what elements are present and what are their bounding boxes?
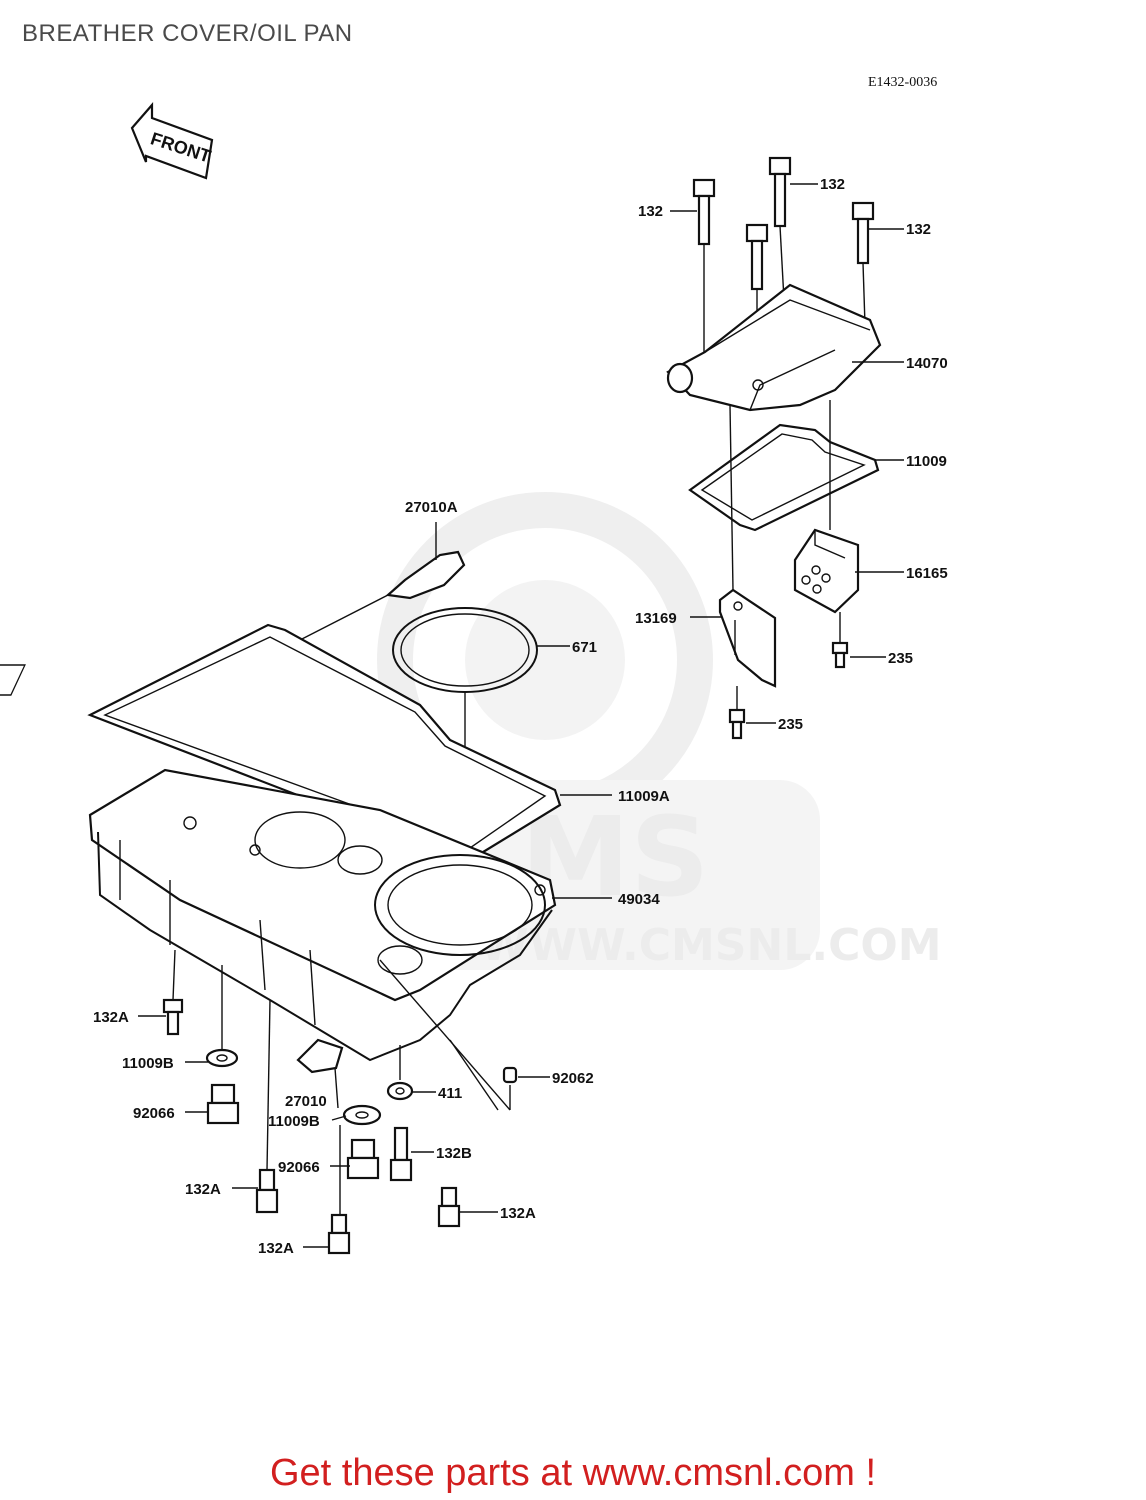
part-label-235-right: 235 bbox=[888, 650, 913, 667]
leader-lines bbox=[138, 183, 904, 1248]
part-label-92066-left: 92066 bbox=[133, 1105, 175, 1122]
diagram-code: E1432-0036 bbox=[868, 75, 938, 90]
washer-411-icon bbox=[386, 1081, 414, 1101]
part-label-235-bottom: 235 bbox=[778, 716, 803, 733]
part-label-11009: 11009 bbox=[906, 453, 947, 470]
part-label-27010: 27010 bbox=[285, 1093, 327, 1110]
switch-27010-icon bbox=[296, 1038, 344, 1109]
part-label-411: 411 bbox=[438, 1085, 462, 1102]
part-label-27010A: 27010A bbox=[405, 499, 458, 516]
part-label-49034: 49034 bbox=[618, 891, 660, 908]
part-label-132B: 132B bbox=[436, 1145, 472, 1162]
promo-link-text[interactable]: Get these parts at www.cmsnl.com ! bbox=[269, 1452, 877, 1494]
screw-235-right-icon bbox=[831, 641, 849, 669]
gasket-11009-icon bbox=[688, 423, 880, 532]
part-label-11009B-left: 11009B bbox=[122, 1055, 174, 1072]
reed-valve-16165-icon bbox=[793, 528, 860, 614]
part-label-11009A: 11009A bbox=[618, 788, 670, 805]
washer-11009B-center-icon bbox=[342, 1104, 382, 1126]
watermark-url: WWW.CMSNL.COM bbox=[480, 920, 942, 971]
washer-11009B-left-icon bbox=[205, 1048, 239, 1068]
part-label-132-right: 132 bbox=[906, 221, 931, 238]
part-label-92062: 92062 bbox=[552, 1070, 594, 1087]
part-label-132-left: 132 bbox=[638, 203, 663, 220]
oil-pan-49034-icon bbox=[88, 768, 557, 1062]
bolt-132B-icon bbox=[389, 1126, 413, 1182]
plug-92062-icon bbox=[502, 1066, 518, 1084]
breather-cover-assembly bbox=[666, 156, 882, 740]
plate-13169-icon bbox=[718, 588, 777, 688]
switch-27010A-icon bbox=[299, 550, 466, 641]
screw-235-bottom-icon bbox=[728, 708, 746, 740]
bolt-132-left-icon bbox=[692, 178, 716, 360]
bolt-132A-bottom-center-icon bbox=[327, 1213, 351, 1255]
front-arrow-icon: FRONT bbox=[130, 102, 213, 180]
bolt-132A-lower-left-icon bbox=[255, 1168, 279, 1214]
drain-plug-92066-left-icon bbox=[206, 1083, 240, 1125]
part-label-11009B-center: 11009B bbox=[268, 1113, 320, 1130]
part-label-14070: 14070 bbox=[906, 355, 948, 372]
oil-pan-assembly bbox=[0, 550, 562, 1255]
part-label-132A-lower-left: 132A bbox=[185, 1181, 221, 1198]
part-label-671: 671 bbox=[572, 639, 597, 656]
breather-cover-14070-icon bbox=[666, 283, 882, 412]
part-label-132-top: 132 bbox=[820, 176, 845, 193]
bolt-132-top-icon bbox=[768, 156, 792, 301]
part-label-13169: 13169 bbox=[635, 610, 677, 627]
part-labels: 132 132 132 14070 11009 16165 13169 235 … bbox=[93, 176, 948, 1257]
drain-plug-92066-center-icon bbox=[346, 1138, 380, 1180]
part-label-132A-upper-left: 132A bbox=[93, 1009, 129, 1026]
bolt-132-right-icon bbox=[851, 201, 875, 326]
page-title: BREATHER COVER/OIL PAN bbox=[22, 20, 353, 47]
part-label-132A-bottom-right: 132A bbox=[500, 1205, 536, 1222]
bolt-132A-bottom-right-icon bbox=[437, 1186, 461, 1228]
part-label-92066-center: 92066 bbox=[278, 1159, 320, 1176]
part-label-132A-bottom-center: 132A bbox=[258, 1240, 294, 1257]
bolt-132A-upper-left-icon bbox=[162, 998, 184, 1036]
part-label-16165: 16165 bbox=[906, 565, 948, 582]
